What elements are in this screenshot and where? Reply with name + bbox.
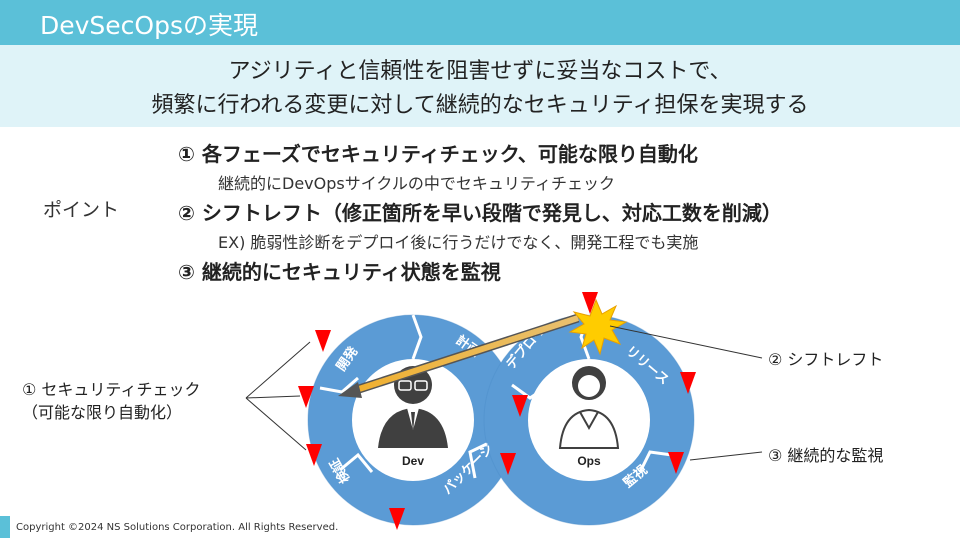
dev-label: Dev <box>402 454 424 468</box>
point-2-heading: ② シフトレフト（修正箇所を早い段階で発見し、対応工数を削減） <box>178 201 782 225</box>
callout-lines <box>245 325 763 461</box>
title-bar: DevSecOpsの実現 <box>0 0 960 45</box>
point-2-detail: EX) 脆弱性診断をデプロイ後に行うだけでなく、開発工程でも実施 <box>218 233 699 252</box>
subtitle-line-1: アジリティと信頼性を阻害せずに妥当なコストで、 <box>228 59 732 84</box>
point-1-heading: ① 各フェーズでセキュリティチェック、可能な限り自動化 <box>178 142 698 166</box>
operator-icon <box>558 366 620 449</box>
point-1-detail: 継続的にDevOpsサイクルの中でセキュリティチェック <box>218 174 615 193</box>
check-marker <box>389 508 405 530</box>
callout-security-check: ① セキュリティチェック <box>22 380 201 399</box>
footer-accent <box>0 516 10 538</box>
subtitle-line-2: 頻繁に行われる変更に対して継続的なセキュリティ担保を実現する <box>151 93 809 118</box>
check-marker <box>315 330 331 352</box>
check-marker <box>298 386 314 408</box>
check-marker <box>500 453 516 475</box>
check-marker <box>668 452 684 474</box>
callout-shift-left: ② シフトレフト <box>768 350 884 369</box>
point-3-heading: ③ 継続的にセキュリティ状態を監視 <box>178 260 501 284</box>
check-marker <box>680 372 696 394</box>
footer-copyright: Copyright ©2024 NS Solutions Corporation… <box>16 522 339 533</box>
burst-icon <box>568 298 628 356</box>
ops-label: Ops <box>577 454 601 468</box>
callout-automation: （可能な限り自動化） <box>22 403 183 422</box>
security-check-markers <box>298 292 696 530</box>
points-label: ポイント <box>43 199 120 221</box>
check-marker <box>582 292 598 314</box>
subtitle-band: アジリティと信頼性を阻害せずに妥当なコストで、 頻繁に行われる変更に対して継続的… <box>0 45 960 127</box>
check-marker <box>306 444 322 466</box>
shift-left-arrow <box>338 313 580 398</box>
check-marker <box>512 395 528 417</box>
callout-continuous-monitoring: ③ 継続的な監視 <box>768 446 884 465</box>
page-title: DevSecOpsの実現 <box>40 11 258 40</box>
